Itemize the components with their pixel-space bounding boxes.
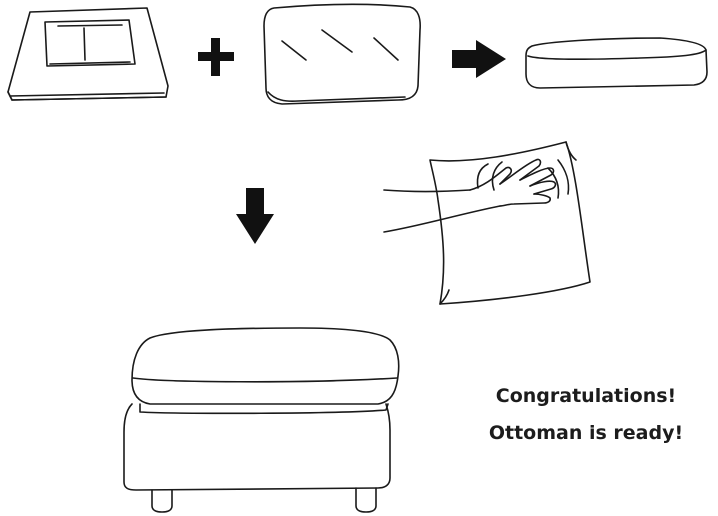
caption-line-ottoman-ready: Ottoman is ready! [468,415,704,452]
completion-caption: Congratulations! Ottoman is ready! [468,378,704,452]
caption-line-congratulations: Congratulations! [468,378,704,415]
